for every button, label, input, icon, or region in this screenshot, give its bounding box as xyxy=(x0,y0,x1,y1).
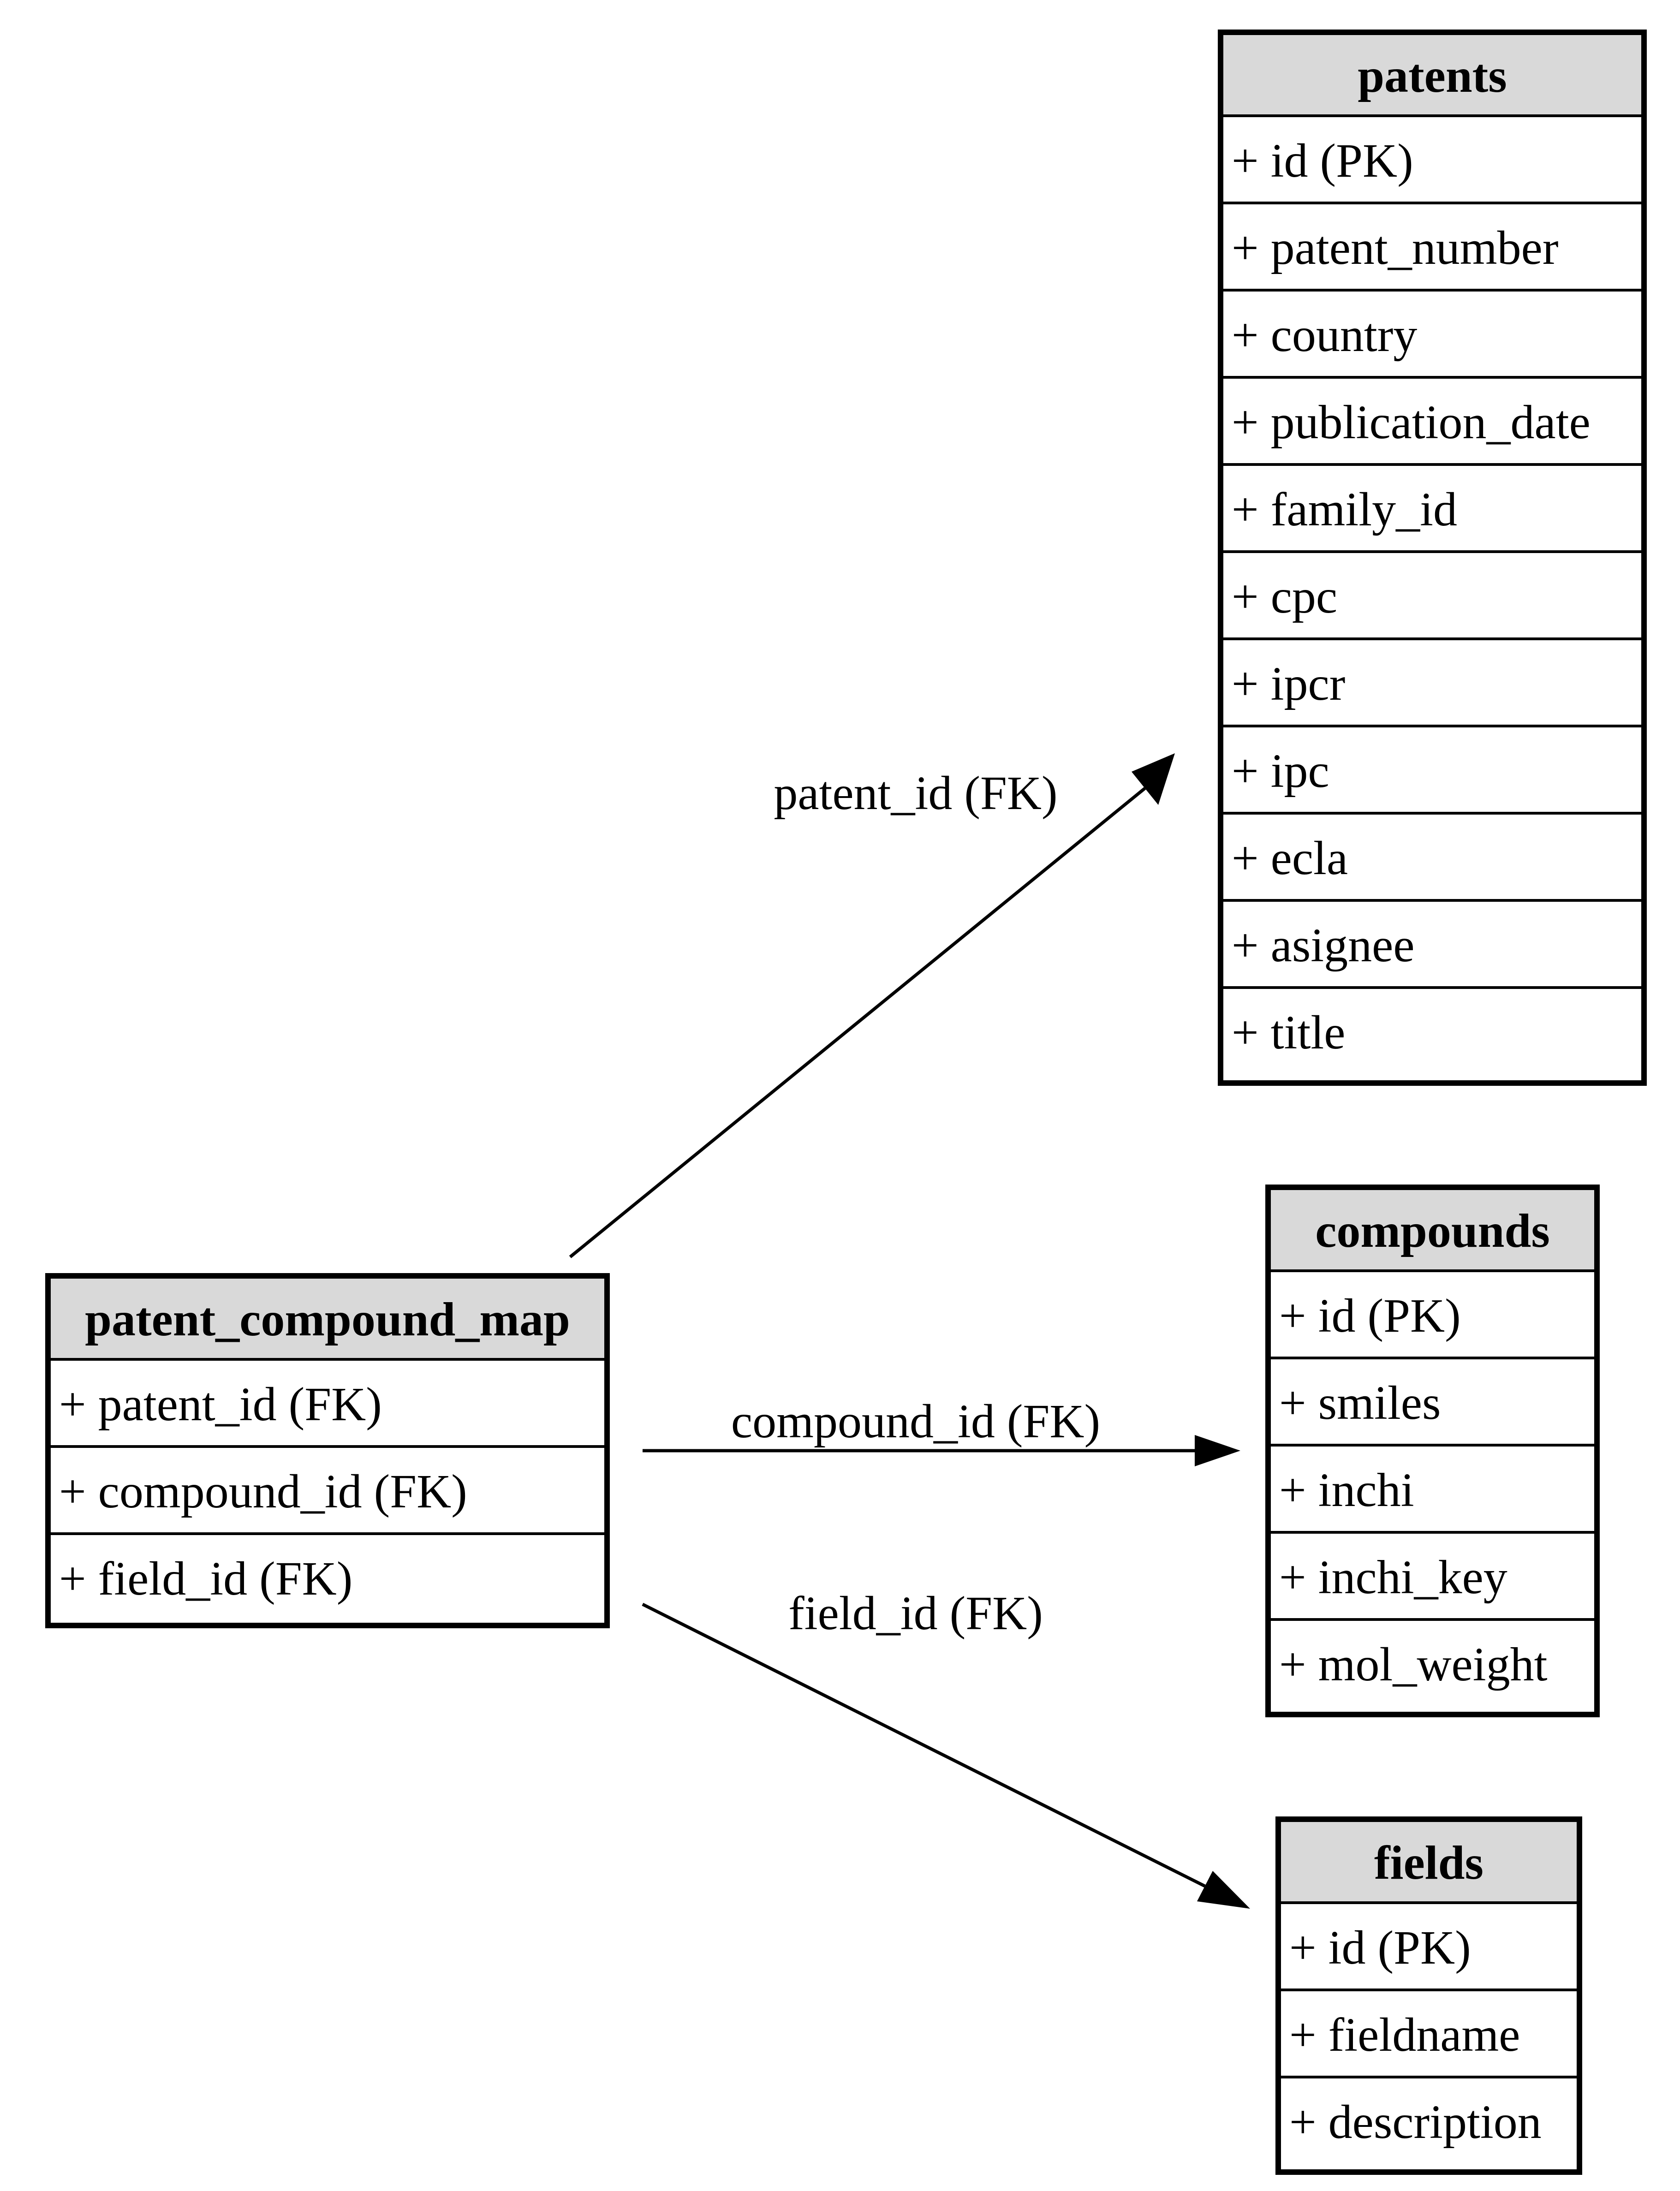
table-compounds: compounds + id (PK) + smiles + inchi + i… xyxy=(1265,1185,1600,1717)
edge-label-field-id: field_id (FK) xyxy=(788,1587,1043,1640)
table-header: patent_compound_map xyxy=(51,1279,604,1361)
edge-label-patent-id: patent_id (FK) xyxy=(774,767,1058,820)
field-row: + family_id xyxy=(1223,466,1641,553)
field-row: + fieldname xyxy=(1281,1991,1577,2078)
edge-field-id xyxy=(642,1602,1250,1909)
table-header: patents xyxy=(1223,35,1641,117)
field-row: + publication_date xyxy=(1223,379,1641,466)
field-row: + cpc xyxy=(1223,553,1641,640)
field-row: + inchi xyxy=(1271,1447,1594,1534)
arrowhead-icon xyxy=(1132,753,1175,805)
field-row: + patent_id (FK) xyxy=(51,1361,604,1448)
field-row: + patent_number xyxy=(1223,204,1641,292)
field-row: + title xyxy=(1232,1006,1346,1059)
field-row: + id (PK) xyxy=(1223,117,1641,204)
arrowhead-icon xyxy=(1195,1435,1240,1466)
edge-patent-id xyxy=(569,753,1175,1258)
field-row: + description xyxy=(1289,2096,1542,2149)
table-patents: patents + id (PK) + patent_number + coun… xyxy=(1218,30,1647,1086)
field-row: + ecla xyxy=(1223,815,1641,902)
table-patent-compound-map: patent_compound_map + patent_id (FK) + c… xyxy=(45,1273,610,1628)
field-row: + ipc xyxy=(1223,727,1641,815)
table-header: fields xyxy=(1281,1822,1577,1904)
arrowhead-icon xyxy=(1197,1871,1250,1909)
field-row: + compound_id (FK) xyxy=(51,1448,604,1535)
table-header: compounds xyxy=(1271,1190,1594,1272)
field-row: + smiles xyxy=(1271,1359,1594,1447)
field-row: + asignee xyxy=(1223,902,1641,989)
edge-compound-id xyxy=(643,1435,1240,1466)
edge-label-compound-id: compound_id (FK) xyxy=(731,1395,1101,1448)
table-fields: fields + id (PK) + fieldname + descripti… xyxy=(1275,1816,1582,2175)
field-row: + ipcr xyxy=(1223,640,1641,727)
field-row: + mol_weight xyxy=(1279,1638,1548,1691)
field-row: + field_id (FK) xyxy=(59,1552,353,1605)
field-row: + id (PK) xyxy=(1281,1904,1577,1991)
field-row: + inchi_key xyxy=(1271,1534,1594,1621)
field-row: + id (PK) xyxy=(1271,1272,1594,1359)
field-row: + country xyxy=(1223,292,1641,379)
